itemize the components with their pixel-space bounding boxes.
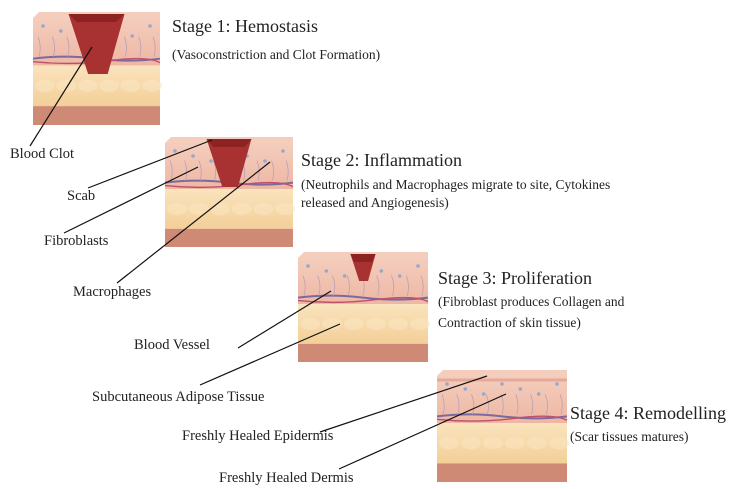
skin-block-stage-2 bbox=[165, 137, 295, 247]
stage-2-title: Stage 2: Inflammation bbox=[301, 150, 462, 171]
label-blood-vessel: Blood Vessel bbox=[134, 337, 210, 354]
label-macrophages: Macrophages bbox=[73, 284, 151, 301]
skin-block-stage-4 bbox=[437, 370, 569, 482]
label-freshly-healed-dermis: Freshly Healed Dermis bbox=[219, 470, 354, 487]
stage-4-subtitle: (Scar tissues matures) bbox=[570, 428, 688, 446]
label-subcutaneous-adipose-tissue: Subcutaneous Adipose Tissue bbox=[92, 389, 264, 406]
stage-1-subtitle: (Vasoconstriction and Clot Formation) bbox=[172, 46, 380, 64]
stage-1-title: Stage 1: Hemostasis bbox=[172, 16, 318, 37]
stage-3-subtitle-line-2: Contraction of skin tissue) bbox=[438, 314, 581, 332]
stage-4-title: Stage 4: Remodelling bbox=[570, 403, 726, 424]
label-scab: Scab bbox=[67, 188, 95, 205]
stage-3-title: Stage 3: Proliferation bbox=[438, 268, 592, 289]
stage-3-subtitle-line-1: (Fibroblast produces Collagen and bbox=[438, 293, 624, 311]
label-blood-clot: Blood Clot bbox=[10, 146, 74, 163]
label-freshly-healed-epidermis: Freshly Healed Epidermis bbox=[182, 428, 333, 445]
skin-block-stage-3 bbox=[298, 252, 430, 362]
stage-2-subtitle-line-2: released and Angiogenesis) bbox=[301, 194, 449, 212]
stage-2-subtitle-line-1: (Neutrophils and Macrophages migrate to … bbox=[301, 176, 610, 194]
skin-block-stage-1 bbox=[33, 12, 162, 125]
label-fibroblasts: Fibroblasts bbox=[44, 233, 108, 250]
